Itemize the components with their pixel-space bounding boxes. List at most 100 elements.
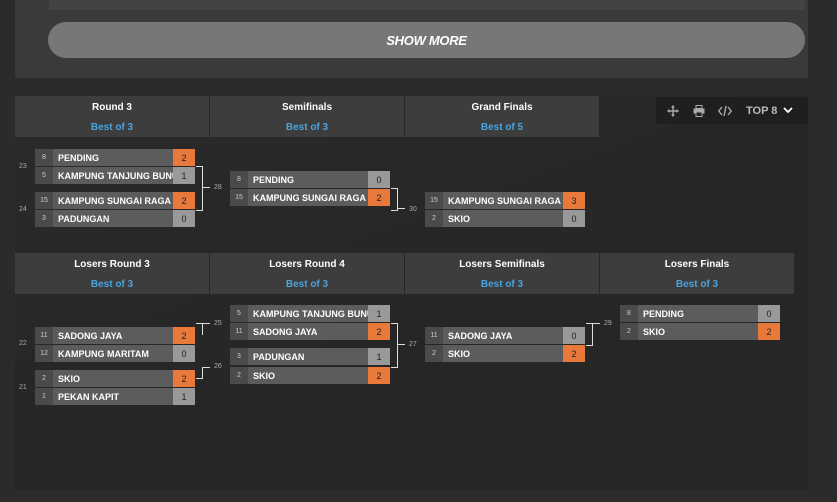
match-team-slot[interactable]: 12 KAMPUNG MARITAM 0 — [35, 345, 195, 362]
match-team-slot[interactable]: 1 PEKAN KAPIT 1 — [35, 388, 195, 405]
bracket-connector — [196, 367, 203, 379]
team-name: KAMPUNG MARITAM — [58, 348, 149, 359]
team-seed: 5 — [35, 167, 53, 184]
round-header-losers-finals: Losers Finals Best of 3 — [600, 253, 794, 294]
team-score: 0 — [173, 210, 195, 227]
match-team-slot[interactable]: 15 KAMPUNG SUNGAI RAGA 2 — [230, 189, 390, 206]
team-score: 2 — [173, 149, 195, 166]
team-name: KAMPUNG SUNGAI RAGA — [253, 192, 367, 203]
match-team-slot[interactable]: 2 SKIO 2 — [425, 345, 585, 362]
team-score: 2 — [758, 323, 780, 340]
match-team-slot[interactable]: 8 PENDING 2 — [35, 149, 195, 166]
top-panel: SHOW MORE — [15, 0, 808, 78]
match-team-slot[interactable]: 3 PADUNGAN 0 — [35, 210, 195, 227]
team-name: PADUNGAN — [58, 213, 110, 224]
team-score: 2 — [173, 327, 195, 344]
team-name: SKIO — [58, 373, 81, 384]
bracket-toolbar: TOP 8 — [656, 97, 808, 124]
match-team-slot[interactable]: 8 PENDING 0 — [620, 305, 780, 322]
team-seed: 2 — [425, 345, 443, 362]
team-seed: 15 — [425, 192, 443, 209]
team-score: 1 — [368, 305, 390, 322]
team-seed: 2 — [620, 323, 638, 340]
match-team-slot[interactable]: 11 SADONG JAYA 2 — [35, 327, 195, 344]
match-number: 25 — [214, 320, 222, 327]
team-seed: 11 — [425, 327, 443, 344]
team-name: SKIO — [448, 213, 471, 224]
bracket-connector — [196, 166, 203, 211]
round-name: Semifinals — [281, 102, 333, 113]
match-team-slot[interactable]: 2 SKIO 0 — [425, 210, 585, 227]
team-score: 3 — [563, 192, 585, 209]
top-filter-dropdown[interactable]: TOP 8 — [746, 104, 794, 117]
chevron-down-icon — [783, 105, 794, 117]
team-score: 1 — [173, 388, 195, 405]
bracket-connector — [586, 323, 593, 346]
round-best-of: Best of 3 — [285, 279, 329, 290]
bracket-connector — [592, 323, 600, 324]
round-header-losers-semifinals: Losers Semifinals Best of 3 — [405, 253, 599, 294]
bracket-connector — [391, 188, 398, 211]
team-score: 2 — [563, 345, 585, 362]
team-score: 0 — [563, 327, 585, 344]
match-team-slot[interactable]: 2 SKIO 2 — [35, 370, 195, 387]
match-number: 30 — [409, 206, 417, 213]
move-icon[interactable] — [664, 102, 682, 120]
team-seed: 11 — [230, 323, 248, 340]
team-score: 2 — [368, 189, 390, 206]
match-number: 24 — [19, 206, 27, 213]
team-name: SADONG JAYA — [253, 326, 318, 337]
match-team-slot[interactable]: 15 KAMPUNG SUNGAI RAGA 2 — [35, 192, 195, 209]
match-team-slot[interactable]: 2 SKIO 2 — [230, 367, 390, 384]
team-name: SKIO — [253, 370, 276, 381]
match-team-slot[interactable]: 5 KAMPUNG TANJUNG BUNUT 1 — [35, 167, 195, 184]
team-score: 2 — [173, 192, 195, 209]
bracket-connector — [391, 323, 398, 368]
match-team-slot[interactable]: 11 SADONG JAYA 2 — [230, 323, 390, 340]
round-best-of: Best of 3 — [480, 279, 524, 290]
team-seed: 15 — [230, 189, 248, 206]
team-name: KAMPUNG SUNGAI RAGA — [448, 195, 562, 206]
team-score: 0 — [563, 210, 585, 227]
match-number: 26 — [214, 363, 222, 370]
team-seed: 12 — [35, 345, 53, 362]
match-team-slot[interactable]: 2 SKIO 2 — [620, 323, 780, 340]
round-best-of: Best of 3 — [675, 279, 719, 290]
team-name: PADUNGAN — [253, 351, 305, 362]
match-team-slot[interactable]: 3 PADUNGAN 1 — [230, 348, 390, 365]
round-name: Grand Finals — [471, 102, 533, 113]
match-number: 21 — [19, 384, 27, 391]
team-seed: 3 — [35, 210, 53, 227]
round-best-of: Best of 5 — [480, 122, 524, 133]
team-seed: 8 — [230, 171, 248, 188]
team-seed: 5 — [230, 305, 248, 322]
team-score: 0 — [368, 171, 390, 188]
round-best-of: Best of 3 — [285, 122, 329, 133]
team-seed: 1 — [35, 388, 53, 405]
team-name: PEKAN KAPIT — [58, 391, 120, 402]
match-team-slot[interactable]: 5 KAMPUNG TANJUNG BUNUT 1 — [230, 305, 390, 322]
bracket-connector — [397, 344, 405, 345]
embed-code-icon[interactable] — [716, 102, 734, 120]
team-name: KAMPUNG TANJUNG BUNUT — [58, 170, 173, 181]
round-name: Round 3 — [92, 102, 132, 113]
match-team-slot[interactable]: 15 KAMPUNG SUNGAI RAGA 3 — [425, 192, 585, 209]
team-seed: 2 — [35, 370, 53, 387]
print-icon[interactable] — [690, 102, 708, 120]
round-header-losers-round-3: Losers Round 3 Best of 3 — [15, 253, 209, 294]
team-score: 1 — [368, 348, 390, 365]
team-name: KAMPUNG SUNGAI RAGA — [58, 195, 172, 206]
team-seed: 11 — [35, 327, 53, 344]
team-seed: 2 — [230, 367, 248, 384]
team-seed: 8 — [620, 305, 638, 322]
round-header-semifinals: Semifinals Best of 3 — [210, 96, 404, 137]
round-header-losers-round-4: Losers Round 4 Best of 3 — [210, 253, 404, 294]
top-filter-label: TOP 8 — [746, 104, 778, 117]
match-number: 23 — [19, 163, 27, 170]
team-seed: 3 — [230, 348, 248, 365]
match-team-slot[interactable]: 11 SADONG JAYA 0 — [425, 327, 585, 344]
team-name: PENDING — [58, 152, 100, 163]
show-more-button[interactable]: SHOW MORE — [48, 22, 805, 58]
match-team-slot[interactable]: 8 PENDING 0 — [230, 171, 390, 188]
team-name: SADONG JAYA — [58, 330, 123, 341]
